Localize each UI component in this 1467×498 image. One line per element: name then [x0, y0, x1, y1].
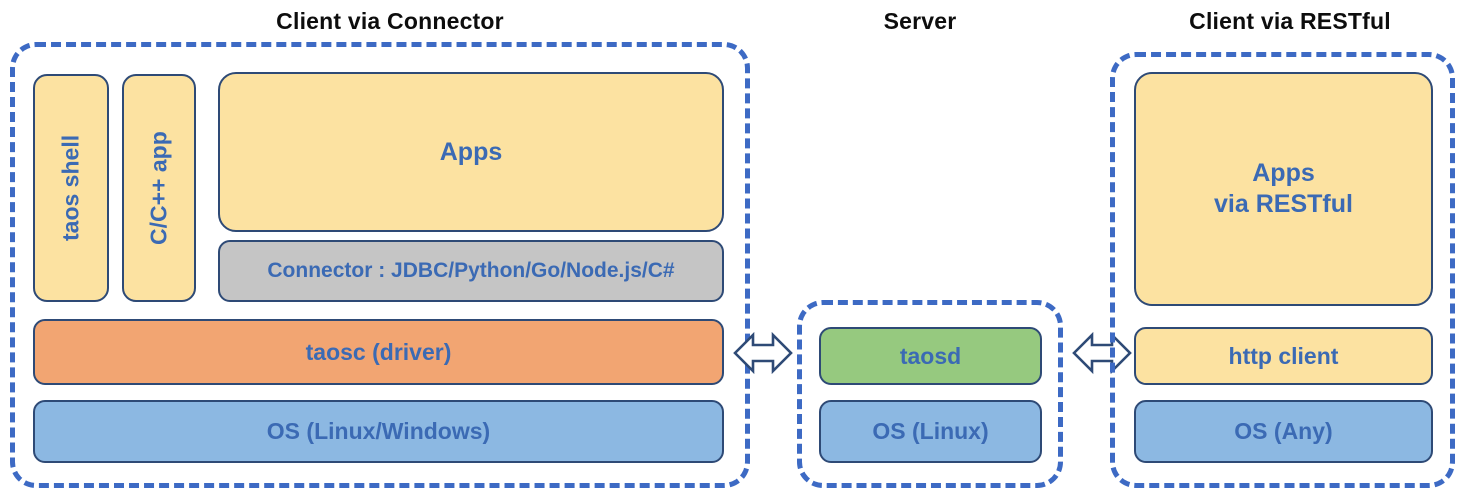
box-c-cpp-app[interactable]: C/C++ app [122, 74, 196, 302]
section-title-client-connector: Client via Connector [276, 8, 504, 34]
box-taos-shell[interactable]: taos shell [33, 74, 109, 302]
box-taosc-driver[interactable]: taosc (driver) [33, 319, 724, 385]
double-headed-arrow-icon-right [1072, 327, 1132, 379]
box-apps-via-restful[interactable]: Apps via RESTful [1134, 72, 1433, 306]
group-server [797, 300, 1063, 488]
group-client-via-connector [10, 42, 750, 488]
box-os-linux[interactable]: OS (Linux) [819, 400, 1042, 463]
box-os-linux-windows[interactable]: OS (Linux/Windows) [33, 400, 724, 463]
section-title-client-restful: Client via RESTful [1189, 8, 1391, 34]
box-apps-connector[interactable]: Apps [218, 72, 724, 232]
box-os-any[interactable]: OS (Any) [1134, 400, 1433, 463]
box-http-client[interactable]: http client [1134, 327, 1433, 385]
box-taosd[interactable]: taosd [819, 327, 1042, 385]
box-apps-via-restful-line2: via RESTful [1214, 190, 1353, 218]
group-client-via-restful [1110, 52, 1455, 488]
box-connector-list[interactable]: Connector : JDBC/Python/Go/Node.js/C# [218, 240, 724, 302]
section-title-server: Server [883, 8, 957, 34]
box-apps-via-restful-line1: Apps [1252, 159, 1315, 187]
double-headed-arrow-icon-left [733, 327, 793, 379]
